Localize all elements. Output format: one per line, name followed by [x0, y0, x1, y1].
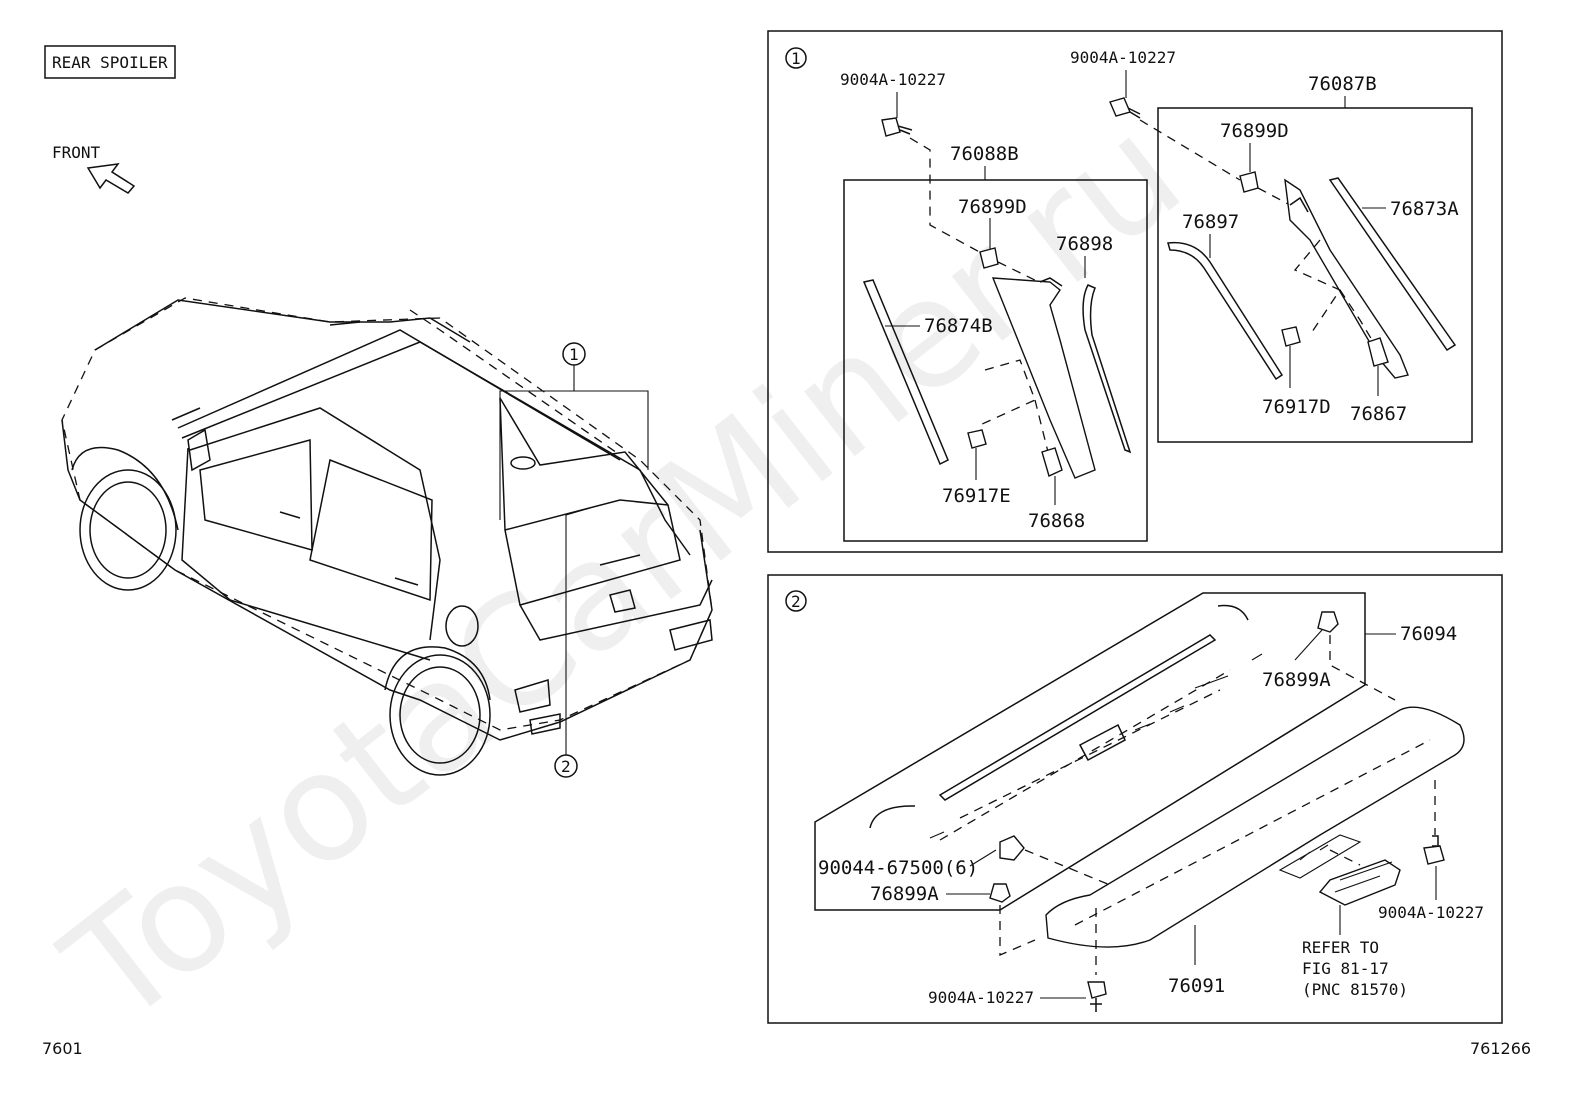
subassembly-76088B-box	[843, 179, 1148, 542]
clip-icon	[979, 247, 999, 269]
page-code: 7601	[42, 1039, 83, 1058]
bracket-icon	[1367, 337, 1389, 367]
panel-2	[767, 574, 1503, 1024]
spoiler-76091-icon	[1045, 706, 1465, 948]
label-76899D-right: 76899D	[1220, 120, 1289, 142]
label-76897: 76897	[1182, 211, 1239, 233]
clip-icon	[1239, 171, 1259, 193]
bolt-icon	[1423, 845, 1445, 865]
svg-text:1: 1	[791, 49, 801, 68]
subassembly-76087B-box	[1157, 107, 1473, 443]
label-76898: 76898	[1056, 233, 1113, 255]
label-76091: 76091	[1168, 975, 1225, 997]
nut-icon	[989, 883, 1011, 903]
garnish-left-icon	[991, 277, 1096, 479]
label-76917E: 76917E	[942, 485, 1011, 507]
bolt-icon	[881, 117, 913, 137]
label-9004A-10227-bottom: 9004A-10227	[928, 988, 1034, 1007]
refer-line-1: REFER TO	[1302, 938, 1379, 957]
label-76874B: 76874B	[924, 315, 993, 337]
label-76867: 76867	[1350, 403, 1407, 425]
label-9004A-10227-right-p2: 9004A-10227	[1378, 903, 1484, 922]
callout-1: 1	[499, 342, 649, 520]
front-label: FRONT	[52, 143, 101, 162]
label-76088B: 76088B	[950, 143, 1019, 165]
label-76094: 76094	[1400, 623, 1457, 645]
refer-line-2: FIG 81-17	[1302, 959, 1389, 978]
lamp-window	[1078, 723, 1126, 762]
stop-lamp-strip	[938, 634, 1217, 801]
label-76899D-left: 76899D	[958, 196, 1027, 218]
subassembly-76094-frame	[814, 592, 1366, 911]
label-76087B: 76087B	[1308, 73, 1377, 95]
label-76899A-left: 76899A	[870, 883, 939, 905]
callout-2: 2	[554, 507, 591, 778]
watermark: ToyotaCarMiner.ru	[34, 85, 1212, 1059]
label-76917D: 76917D	[1262, 396, 1331, 418]
bracket-icon	[1041, 447, 1063, 477]
vehicle-illustration	[61, 297, 713, 776]
nut-icon	[1317, 611, 1339, 633]
clip-icon	[967, 429, 987, 449]
label-90044-67500-6: 90044-67500(6)	[818, 857, 978, 879]
panel-1	[767, 30, 1503, 553]
panel-2-marker: 2	[785, 590, 807, 612]
page-title: REAR SPOILER	[52, 53, 168, 72]
high-mount-stop-lamp-icon	[1318, 859, 1401, 906]
svg-text:1: 1	[569, 345, 579, 364]
label-76868: 76868	[1028, 510, 1085, 532]
svg-text:2: 2	[791, 592, 801, 611]
garnish-right-icon	[1284, 178, 1409, 379]
label-76873A: 76873A	[1390, 198, 1459, 220]
front-arrow-icon	[86, 163, 136, 194]
molding-76897-icon	[1167, 241, 1284, 381]
bolt-icon	[1109, 97, 1141, 119]
figure-code: 761266	[1470, 1039, 1531, 1058]
molding-76874B-icon	[862, 279, 949, 466]
clip-icon	[1281, 326, 1301, 347]
label-9004A-10227-right: 9004A-10227	[1070, 48, 1176, 67]
title-box	[44, 45, 176, 79]
label-9004A-10227-left: 9004A-10227	[840, 70, 946, 89]
panel-1-marker: 1	[785, 47, 807, 69]
clip-icon	[999, 835, 1025, 861]
refer-line-3: (PNC 81570)	[1302, 980, 1408, 999]
molding-76873A-icon	[1328, 177, 1457, 352]
seal-76898-icon	[1082, 284, 1132, 454]
bolt-icon	[1087, 981, 1107, 999]
label-76899A-right: 76899A	[1262, 669, 1331, 691]
svg-text:2: 2	[561, 757, 571, 776]
